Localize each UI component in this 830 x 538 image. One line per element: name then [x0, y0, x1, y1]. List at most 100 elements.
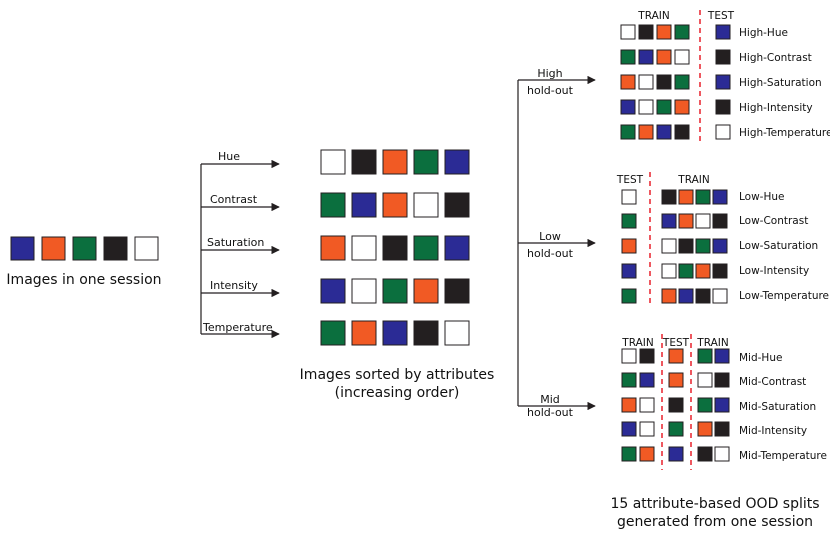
mid-train-left-square-black — [639, 348, 655, 364]
mid-rows — [621, 348, 730, 462]
low-label-2: Low-Saturation — [739, 240, 818, 252]
high-train-square-green — [620, 49, 636, 65]
sorted-square-white — [413, 192, 439, 218]
high-train-square-black — [674, 124, 690, 140]
high-branch-label-2: hold-out — [527, 84, 574, 97]
mid-test-square-orange — [668, 348, 684, 364]
low-train-square-black — [695, 288, 711, 304]
sorted-square-black — [444, 278, 470, 304]
low-train-square-black — [661, 189, 677, 205]
low-train-square-white — [661, 238, 677, 254]
high-train-square-orange — [638, 124, 654, 140]
low-train-square-black — [678, 238, 694, 254]
sorted-square-blue — [351, 192, 377, 218]
low-branch-label-1: Low — [539, 230, 561, 243]
attr-label-contrast: Contrast — [210, 193, 258, 206]
sorted-caption-line2: (increasing order) — [335, 385, 460, 401]
mid-train-right-square-green — [697, 348, 713, 364]
sorted-square-white — [444, 320, 470, 346]
session-square-black — [103, 236, 128, 261]
high-test-square-black — [715, 49, 731, 65]
mid-test-square-blue — [668, 446, 684, 462]
holdout-branch: High hold-out Low hold-out Mid hold-out — [517, 67, 596, 419]
attr-label-hue: Hue — [218, 150, 240, 163]
mid-train-left-header: TRAIN — [621, 337, 653, 349]
mid-train-right-square-white — [714, 446, 730, 462]
sorted-square-orange — [413, 278, 439, 304]
low-train-square-white — [712, 288, 728, 304]
mid-train-right-square-black — [697, 446, 713, 462]
low-train-square-white — [661, 263, 677, 279]
mid-test-square-black — [668, 397, 684, 413]
attribute-branch: Hue Contrast Saturation Intensity Temper… — [200, 150, 280, 339]
mid-train-left-square-white — [639, 421, 655, 437]
sorted-squares — [320, 149, 470, 346]
mid-train-left-square-orange — [621, 397, 637, 413]
high-train-square-orange — [674, 99, 690, 115]
session-square-blue — [10, 236, 35, 261]
low-train-square-green — [695, 189, 711, 205]
high-train-square-black — [656, 74, 672, 90]
mid-test-square-green — [668, 421, 684, 437]
low-label-3: Low-Intensity — [739, 265, 809, 277]
high-train-square-white — [638, 99, 654, 115]
sorted-square-blue — [444, 149, 470, 175]
mid-train-left-square-green — [621, 372, 637, 388]
sorted-square-black — [413, 320, 439, 346]
mid-train-right-square-black — [714, 421, 730, 437]
high-train-square-green — [674, 74, 690, 90]
low-label-0: Low-Hue — [739, 191, 784, 203]
mid-holdout-panel: TRAIN TEST TRAIN Mid-Hue Mid-Contrast Mi… — [621, 334, 827, 470]
low-test-square-white — [621, 189, 637, 205]
footer-line2: generated from one session — [617, 514, 813, 530]
high-test-square-black — [715, 99, 731, 115]
high-train-square-blue — [620, 99, 636, 115]
high-train-square-orange — [656, 24, 672, 40]
mid-label-2: Mid-Saturation — [739, 401, 816, 413]
sorted-square-green — [320, 320, 346, 346]
mid-label-3: Mid-Intensity — [739, 425, 807, 437]
session-squares — [10, 236, 159, 261]
sorted-square-white — [351, 235, 377, 261]
low-test-square-green — [621, 213, 637, 229]
low-train-square-orange — [695, 263, 711, 279]
mid-branch-label-2: hold-out — [527, 406, 574, 419]
high-train-square-orange — [656, 49, 672, 65]
high-label-1: High-Contrast — [739, 52, 812, 64]
high-train-square-blue — [656, 124, 672, 140]
low-train-square-orange — [661, 288, 677, 304]
high-train-square-white — [674, 49, 690, 65]
high-test-header: TEST — [707, 10, 735, 22]
session-square-white — [134, 236, 159, 261]
low-train-square-blue — [661, 213, 677, 229]
sorted-square-green — [413, 235, 439, 261]
sorted-square-orange — [382, 192, 408, 218]
low-train-square-blue — [678, 288, 694, 304]
mid-branch-label-1: Mid — [540, 393, 560, 406]
attr-label-intensity: Intensity — [210, 279, 258, 292]
mid-test-square-orange — [668, 372, 684, 388]
sorted-square-black — [382, 235, 408, 261]
sorted-square-white — [351, 278, 377, 304]
sorted-square-white — [320, 149, 346, 175]
high-label-4: High-Temperature — [739, 127, 830, 139]
high-train-square-blue — [638, 49, 654, 65]
low-train-square-black — [712, 213, 728, 229]
attr-label-saturation: Saturation — [207, 236, 264, 249]
high-train-header: TRAIN — [637, 10, 669, 22]
sorted-square-green — [413, 149, 439, 175]
high-label-2: High-Saturation — [739, 77, 822, 89]
sorted-square-orange — [382, 149, 408, 175]
mid-train-right-header: TRAIN — [696, 337, 728, 349]
sorted-square-blue — [444, 235, 470, 261]
mid-test-header: TEST — [662, 337, 690, 349]
mid-train-left-square-blue — [639, 372, 655, 388]
footer-line1: 15 attribute-based OOD splits — [610, 496, 819, 512]
attr-label-temperature: Temperature — [202, 321, 273, 334]
session-square-orange — [41, 236, 66, 261]
mid-train-left-square-blue — [621, 421, 637, 437]
high-holdout-panel: TRAIN TEST High-Hue High-Contrast High-S… — [620, 10, 830, 142]
low-train-square-blue — [712, 189, 728, 205]
mid-train-left-square-white — [621, 348, 637, 364]
low-test-header: TEST — [616, 174, 644, 186]
